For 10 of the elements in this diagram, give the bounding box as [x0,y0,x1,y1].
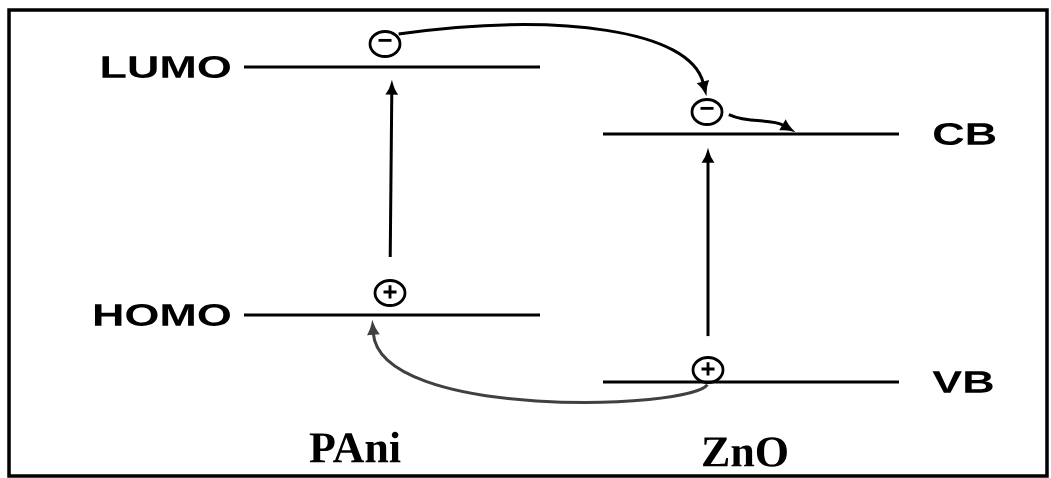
material-label: ZnO [703,437,787,467]
material-label: PAni [309,431,401,463]
energy-level-line [244,313,540,317]
arrow [702,151,714,337]
arrow [728,113,793,132]
level-label: HOMO [95,304,230,326]
arrow [386,83,397,258]
level-label: LUMO [102,56,230,78]
level-label: CB [934,123,996,145]
level-label: VB [932,371,993,393]
